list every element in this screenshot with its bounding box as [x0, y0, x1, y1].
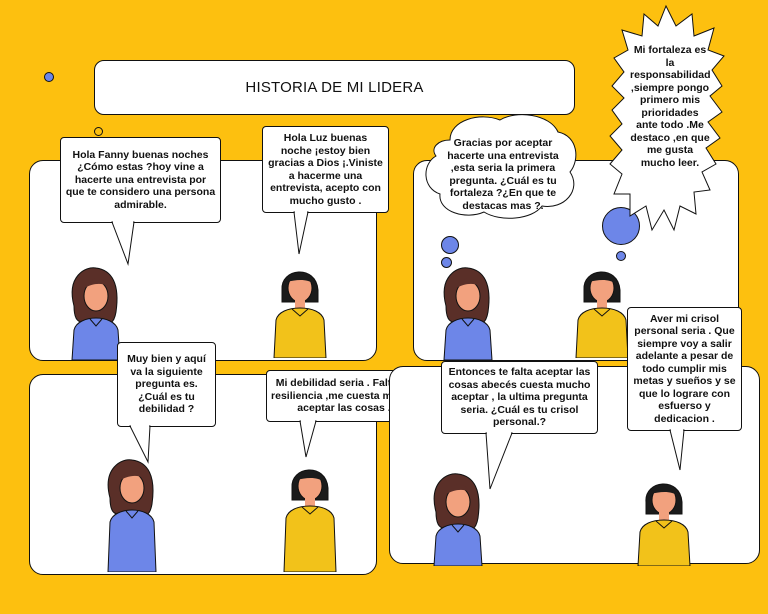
character-girl-blue-shirt [71, 267, 121, 360]
decorative-dot [44, 72, 54, 82]
character-girl-yellow-shirt [273, 271, 327, 358]
thought-dot-large [441, 236, 459, 254]
speech-bubble-p4-right: Aver mi crisol personal seria . Que siem… [627, 307, 742, 431]
decorative-circle-outline [94, 127, 103, 136]
thought-text-p2: Gracias por aceptar hacerte una entrevis… [447, 137, 559, 212]
speech-bubble-p4-left: Entonces te falta aceptar las cosas abec… [441, 361, 598, 434]
character-girl-yellow-shirt [283, 469, 337, 572]
comic-title: HISTORIA DE MI LIDERA [94, 60, 575, 115]
thought-cloud [425, 114, 577, 219]
character-girl-yellow-shirt [575, 271, 629, 358]
speech-tail [129, 425, 151, 464]
thought-dot-small [616, 251, 626, 261]
speech-tail [293, 211, 309, 255]
character-girl-blue-shirt [443, 267, 493, 360]
speech-bubble-p1-right: Hola Luz buenas noche ¡estoy bien gracia… [262, 126, 389, 213]
character-girl-yellow-shirt [637, 483, 691, 566]
speech-tail [485, 432, 513, 490]
speech-tail [111, 221, 135, 266]
speech-tail [299, 420, 317, 458]
starburst-bubble [609, 4, 725, 232]
character-girl-blue-shirt [107, 459, 157, 572]
speech-tail [669, 429, 685, 471]
starburst-text-p2: Mi fortaleza es la responsabilidad ,siem… [630, 44, 711, 169]
speech-bubble-p1-left: Hola Fanny buenas noches ¿Cómo estas ?ho… [60, 137, 221, 223]
character-girl-blue-shirt [433, 473, 483, 566]
thought-dot-small [441, 257, 452, 268]
speech-bubble-p3-left: Muy bien y aquí va la siguiente pregunta… [117, 342, 216, 427]
